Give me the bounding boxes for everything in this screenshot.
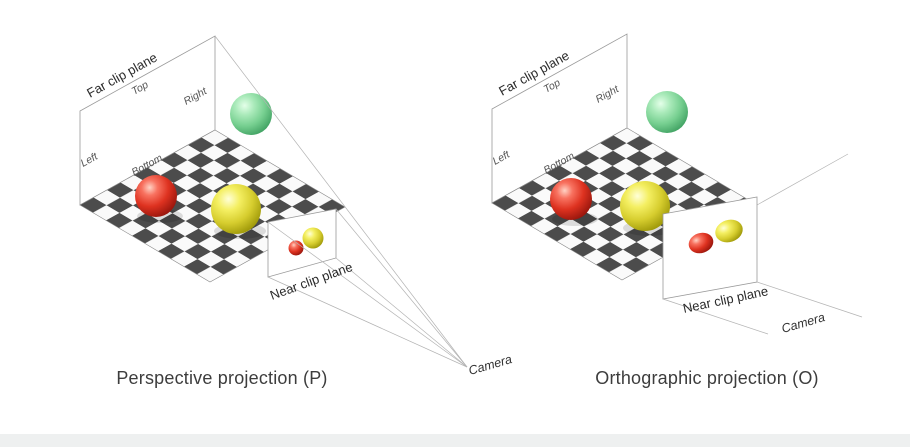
perspective-caption: Perspective projection (P)	[116, 368, 327, 388]
frustum-ray	[335, 257, 468, 368]
camera-label: Camera	[467, 352, 514, 378]
camera-label: Camera	[780, 310, 827, 336]
frustum-ray	[214, 35, 468, 368]
red-sphere-projected	[288, 240, 304, 256]
orthographic-caption: Orthographic projection (O)	[595, 368, 819, 388]
parallel-ray	[662, 298, 769, 335]
yellow-sphere-projected	[715, 219, 743, 243]
parallel-ray	[756, 281, 863, 318]
footer-bar	[0, 434, 910, 447]
parallel-ray	[756, 153, 849, 206]
yellow-sphere	[620, 181, 670, 231]
orthographic-panel: Far clip plane Top Right Left Bottom Nea…	[491, 33, 863, 388]
red-sphere	[135, 175, 177, 217]
frustum-ray	[335, 208, 468, 368]
yellow-sphere-projected	[302, 227, 324, 249]
yellow-sphere	[211, 184, 261, 234]
red-sphere	[550, 178, 592, 220]
frustum-ray	[267, 221, 468, 368]
red-sphere-projected	[688, 232, 714, 254]
perspective-panel: Far clip plane Top Right Left Bottom Nea…	[79, 35, 514, 388]
frustum-ray	[267, 276, 468, 368]
green-sphere	[646, 91, 688, 133]
green-sphere	[230, 93, 272, 135]
